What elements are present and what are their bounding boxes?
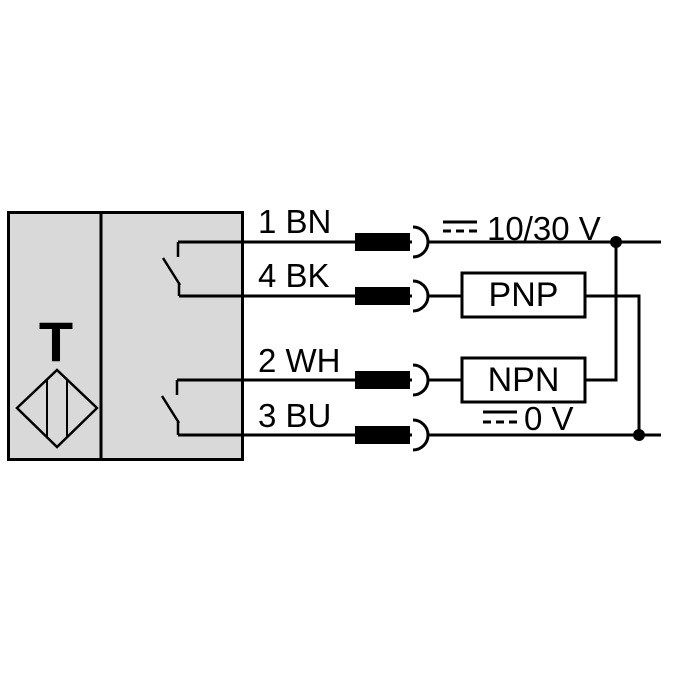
connector-socket-icon [412, 225, 430, 259]
pin-label-2-wh: 2 WH [258, 342, 341, 379]
connector-socket-icon [412, 279, 430, 313]
junction-dot [633, 429, 645, 441]
cable-marker [355, 287, 410, 305]
pnp-output-box: PNP [460, 271, 587, 319]
sensor-function-label: T [39, 310, 73, 373]
connector-socket-icon [412, 418, 430, 452]
connector-socket-icon [412, 363, 430, 397]
sensor-diamond-icon [15, 368, 99, 449]
wire-npn-output [585, 242, 618, 382]
ground-voltage-label: 0 V [524, 400, 574, 437]
npn-label: NPN [488, 361, 560, 399]
sensor-body: T [7, 211, 244, 461]
cable-marker [355, 233, 410, 251]
pnp-label: PNP [489, 276, 559, 314]
cable-marker [355, 371, 410, 389]
pin-label-4-bk: 4 BK [258, 257, 330, 294]
cable-marker [355, 426, 410, 444]
pin-label-3-bu: 3 BU [258, 397, 331, 434]
dc-symbol-icon [483, 410, 517, 424]
switch-contact-icon [161, 242, 182, 296]
supply-voltage-label: 10/30 V [487, 210, 601, 247]
pin-label-1-bn: 1 BN [258, 203, 331, 240]
wire-pnp-output [585, 294, 641, 435]
switch-contact-icon [160, 380, 181, 435]
npn-output-box: NPN [460, 356, 587, 404]
junction-dot [610, 236, 622, 248]
dc-symbol-icon [443, 220, 477, 233]
